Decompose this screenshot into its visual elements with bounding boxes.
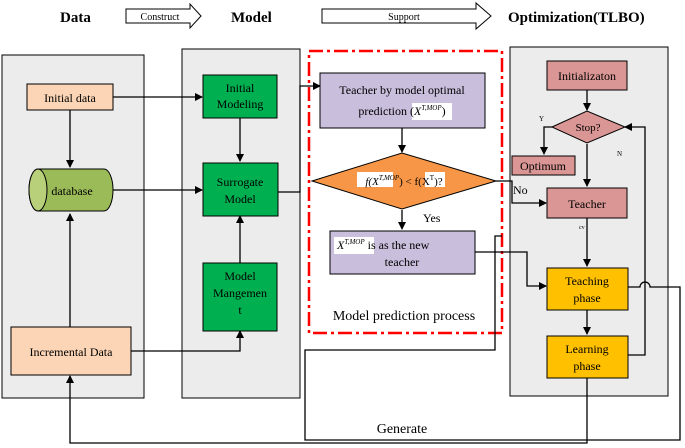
- svg-text:Teaching: Teaching: [565, 274, 609, 288]
- svg-text:prediction (XT,MOP): prediction (XT,MOP): [358, 104, 445, 118]
- surrogate-model-box: Surrogate Model: [202, 162, 279, 217]
- generate-label: Generate: [377, 422, 428, 437]
- connectors: [66, 82, 681, 444]
- svg-text:Model: Model: [224, 269, 256, 283]
- teaching-phase-box: Teaching phase: [546, 267, 629, 311]
- svg-text:Initial: Initial: [226, 81, 255, 95]
- svg-text:Teacher: Teacher: [568, 197, 606, 211]
- initialization-box: Initializaton: [546, 60, 628, 91]
- svg-text:Learning: Learning: [565, 342, 608, 356]
- svg-text:Mangemen: Mangemen: [213, 286, 267, 300]
- support-label: Support: [388, 12, 420, 23]
- svg-text:Initial data: Initial data: [44, 91, 96, 105]
- y-label: Y: [539, 115, 544, 123]
- prediction-panel: [307, 49, 504, 335]
- incremental-data-box: Incremental Data: [10, 326, 132, 376]
- support-arrow: Support: [321, 1, 492, 31]
- x-mop-symbol: [412, 103, 452, 120]
- svg-text:Incremental Data: Incremental Data: [30, 345, 114, 359]
- svg-text:Model: Model: [224, 192, 256, 206]
- prediction-caption: Model prediction process: [333, 309, 475, 324]
- new-teacher-box: XT,MOP is as the new teacher: [329, 230, 476, 275]
- cv-label: cv: [579, 225, 585, 231]
- svg-text:Stop?: Stop?: [575, 122, 600, 134]
- header-optimization: Optimization(TLBO): [508, 10, 645, 26]
- optimum-box: Optimum: [511, 155, 576, 176]
- learning-phase-box: Learning phase: [546, 335, 629, 379]
- construct-label: Construct: [141, 12, 180, 23]
- svg-text:database: database: [51, 184, 92, 198]
- n-label: N: [617, 150, 622, 158]
- yes-label: Yes: [423, 211, 441, 225]
- initial-data-box: Initial data: [26, 83, 114, 111]
- x-mop-symbol: [334, 237, 374, 254]
- header-data: Data: [60, 10, 91, 26]
- xt-symbol: [425, 172, 445, 187]
- decision-diamond: f(XT,MOP) < f(XT)?: [310, 152, 498, 210]
- model-management-box: Model Mangemen t: [202, 262, 278, 332]
- svg-text:t: t: [238, 303, 242, 317]
- svg-text:Modeling: Modeling: [217, 97, 264, 111]
- header-model: Model: [231, 10, 272, 26]
- svg-text:XT,MOP is as the new: XT,MOP is as the new: [336, 238, 430, 252]
- svg-text:phase: phase: [573, 359, 600, 373]
- svg-text:Optimum: Optimum: [520, 159, 567, 173]
- stop-diamond: Stop?: [550, 110, 627, 144]
- no-label: No: [513, 183, 528, 197]
- svg-text:f(XT,MOP) < f(XT)?: f(XT,MOP) < f(XT)?: [365, 174, 442, 188]
- teacher-box: Teacher: [546, 187, 628, 219]
- x-mop-symbol: [357, 172, 393, 187]
- svg-text:teacher: teacher: [385, 255, 420, 269]
- construct-arrow: Construct: [125, 2, 202, 30]
- svg-text:Initializaton: Initializaton: [558, 69, 616, 83]
- svg-text:phase: phase: [573, 291, 600, 305]
- svg-text:Surrogate: Surrogate: [217, 175, 264, 189]
- teacher-by-model-box: Teacher by model optimal prediction (XT,…: [319, 72, 486, 129]
- database-cylinder: database: [28, 168, 114, 212]
- initial-modeling-box: Initial Modeling: [202, 74, 278, 119]
- svg-text:Teacher by model optimal: Teacher by model optimal: [339, 83, 465, 97]
